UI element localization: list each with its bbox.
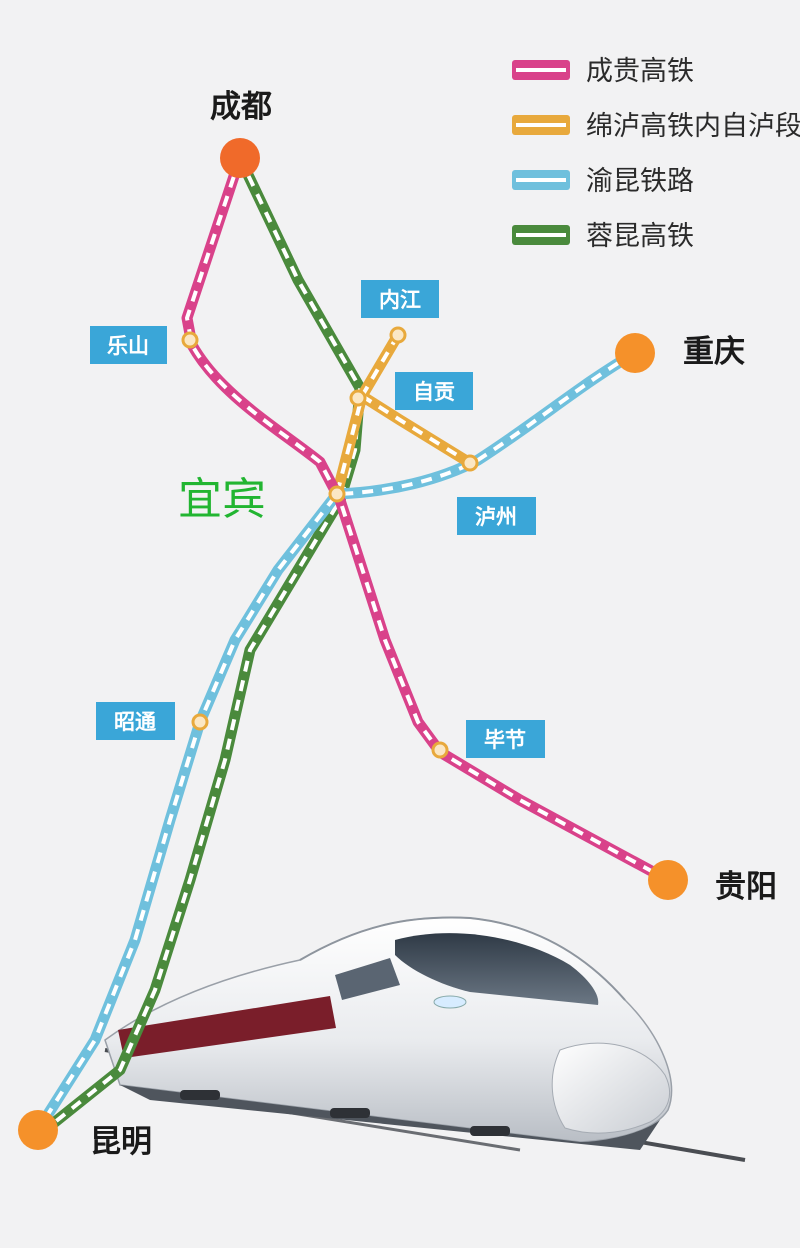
city-label-chengdu[interactable]: 成都 [210, 89, 272, 125]
terminal-dot-guiyang[interactable] [648, 860, 688, 900]
train-window-stripe [118, 996, 336, 1058]
terminal-dot-chongqing[interactable] [615, 333, 655, 373]
train-nose [551, 1042, 670, 1134]
terminal-labels: 成都 重庆 贵阳 昆明 [90, 89, 777, 1160]
legend-label-rongkun: 蓉昆高铁 [586, 221, 694, 252]
train-side-window [335, 958, 400, 1000]
station-box-bijie [466, 720, 545, 758]
train-underside [120, 1085, 660, 1150]
station-label-bijie[interactable]: 毕节 [484, 728, 526, 752]
terminal-dot-kunming[interactable] [18, 1110, 58, 1150]
station-labels: 乐山 内江 自贡 泸州 昭通 毕节 [90, 280, 545, 758]
station-dot-bijie[interactable] [431, 741, 449, 759]
rail-line-dash-yukun [36, 351, 637, 1132]
station-label-luzhou[interactable]: 泸州 [475, 505, 517, 529]
station-label-zhaotong[interactable]: 昭通 [114, 710, 156, 734]
station-box-neijiang [361, 280, 439, 318]
rail-lines [32, 152, 674, 1136]
city-label-guiyang[interactable]: 贵阳 [715, 869, 777, 905]
station-dot-leshan[interactable] [181, 331, 199, 349]
rail-line-dash-rongkun [43, 157, 362, 1132]
legend-label-yukun: 渝昆铁路 [586, 166, 694, 197]
rail-line-dash-chenggui [185, 157, 669, 882]
station-box-luzhou [457, 497, 536, 535]
city-label-chongqing[interactable]: 重庆 [683, 334, 745, 370]
station-dot-zigong[interactable] [349, 389, 367, 407]
station-label-neijiang[interactable]: 内江 [379, 288, 421, 312]
station-box-zhaotong [96, 702, 175, 740]
terminal-dot-chengdu[interactable] [220, 138, 260, 178]
station-label-leshan[interactable]: 乐山 [107, 334, 149, 358]
train-cab-window [395, 933, 599, 1005]
station-dot-luzhou[interactable] [461, 454, 479, 472]
city-label-yibin[interactable]: 宜宾 [178, 474, 266, 525]
legend-label-mianlu: 绵泸高铁内自泸段 [586, 111, 800, 142]
train-bogies [180, 1090, 510, 1136]
train-illustration [104, 916, 746, 1162]
legend-label-chenggui: 成贵高铁 [586, 56, 694, 87]
station-dots [18, 138, 688, 1150]
station-dot-neijiang[interactable] [389, 326, 407, 344]
train-headlight [433, 995, 467, 1009]
station-box-zigong [395, 372, 473, 410]
station-box-leshan [90, 326, 167, 364]
train-roof [299, 916, 626, 1001]
station-label-zigong[interactable]: 自贡 [413, 380, 455, 404]
city-label-kunming[interactable]: 昆明 [90, 1124, 152, 1160]
station-dot-yibin[interactable] [328, 485, 346, 503]
station-dot-zhaotong[interactable] [191, 713, 209, 731]
